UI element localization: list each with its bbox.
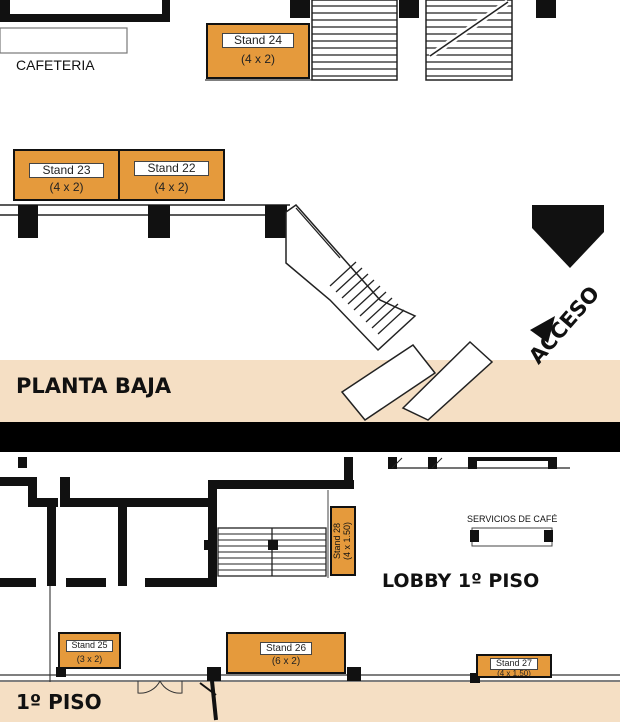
- stand-28[interactable]: Stand 28 (4 x 1.50): [330, 506, 356, 576]
- stand-23[interactable]: Stand 23 (4 x 2): [13, 149, 120, 201]
- stand-24[interactable]: Stand 24 (4 x 2): [206, 23, 310, 79]
- stand-27-size: (4 x 1.50): [497, 669, 531, 678]
- stand-26[interactable]: Stand 26 (6 x 2): [226, 632, 346, 674]
- lobby-title: LOBBY 1º PISO: [382, 570, 540, 592]
- stand-23-name: Stand 23: [29, 163, 104, 179]
- planta-baja-band: [0, 360, 620, 422]
- stand-27[interactable]: Stand 27 (4 x 1.50): [476, 654, 552, 678]
- primer-piso-bottom-wall: [0, 667, 620, 721]
- lobby-stairs: [204, 490, 329, 578]
- stand-24-size: (4 x 2): [240, 52, 275, 66]
- entrance-doors: [340, 340, 494, 422]
- coffee-counter: [470, 527, 553, 547]
- stair-top-1: [311, 0, 398, 81]
- right-column: [532, 205, 604, 268]
- lobby-top-wall: [388, 457, 570, 469]
- stand-25[interactable]: Stand 25 (3 x 2): [58, 632, 121, 669]
- stand-23-size: (4 x 2): [49, 180, 84, 194]
- stand-28-size: (4 x 1.50): [342, 521, 352, 561]
- stand-22-size: (4 x 2): [154, 180, 189, 194]
- stand-24-name: Stand 24: [222, 33, 294, 49]
- cafeteria-label: CAFETERIA: [16, 57, 95, 73]
- floor-separator: [0, 422, 620, 452]
- acceso-arrow-icon: [530, 316, 555, 343]
- top-pillars: [290, 0, 556, 18]
- stand-26-name: Stand 26: [260, 642, 312, 655]
- stand-27-name: Stand 27: [490, 658, 538, 670]
- stair-top-2: [425, 0, 513, 81]
- double-door-icon: [137, 680, 183, 694]
- diagonal-stairway: [285, 204, 417, 352]
- stand-22-name: Stand 22: [134, 161, 209, 177]
- primer-piso-title: 1º PISO: [16, 690, 102, 714]
- main-wall: [0, 204, 290, 238]
- stand-26-size: (6 x 2): [271, 656, 301, 667]
- stand-28-name: Stand 28: [332, 522, 343, 560]
- primer-piso-band: [0, 682, 620, 722]
- stand-22[interactable]: Stand 22 (4 x 2): [118, 149, 225, 201]
- top-left-walls: [0, 0, 170, 22]
- left-room-walls: [0, 457, 354, 587]
- stand-28-label: Stand 28 (4 x 1.50): [332, 521, 353, 561]
- planta-baja-title: PLANTA BAJA: [16, 374, 172, 398]
- cafeteria-counter: [0, 27, 128, 54]
- servicios-cafe-label: SERVICIOS DE CAFÉ: [467, 514, 558, 524]
- stand-25-name: Stand 25: [66, 640, 113, 652]
- stand-25-size: (3 x 2): [76, 654, 103, 664]
